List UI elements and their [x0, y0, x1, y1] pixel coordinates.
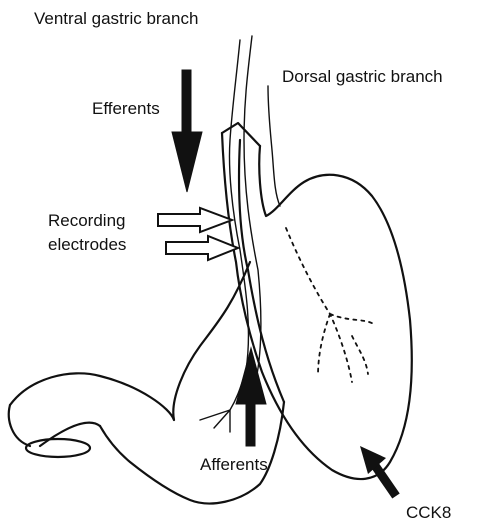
esophagus-opening	[222, 123, 260, 146]
efferents-arrow	[172, 70, 202, 192]
pylorus-opening	[26, 439, 90, 457]
label-cck8: CCK8	[406, 503, 451, 522]
label-afferents: Afferents	[200, 455, 268, 474]
duodenum-cap	[9, 405, 30, 446]
label-dorsal-branch: Dorsal gastric branch	[282, 67, 443, 86]
stomach-lower-outline	[100, 402, 284, 503]
ventral-branch-nerve-2	[244, 36, 261, 380]
label-efferents: Efferents	[92, 99, 160, 118]
dorsal-fibers-dotted	[286, 228, 374, 382]
cck8-arrow	[360, 446, 396, 496]
label-ventral-branch: Ventral gastric branch	[34, 9, 198, 28]
duodenum-outline	[10, 262, 250, 446]
label-electrodes: electrodes	[48, 235, 126, 254]
afferents-arrow	[236, 348, 266, 446]
electrode-arrows	[158, 208, 238, 260]
dorsal-branch-nerve	[268, 86, 280, 206]
label-recording: Recording	[48, 211, 126, 230]
